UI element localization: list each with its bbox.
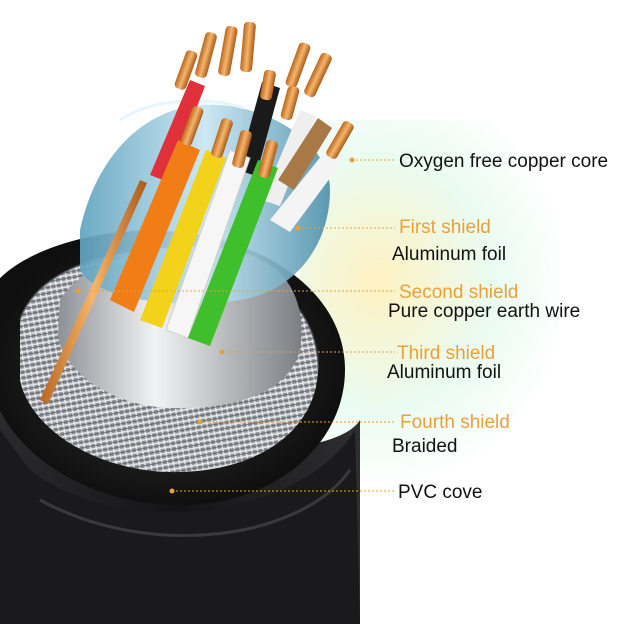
label-first-shield: First shield (399, 217, 491, 238)
label-second-material: Pure copper earth wire (388, 301, 581, 322)
inner-wires (40, 80, 345, 404)
label-first-material: Aluminum foil (392, 244, 507, 265)
leader-dots (75, 157, 355, 494)
copper-conductors (174, 21, 354, 179)
leader-lines (78, 159, 395, 492)
label-second-shield: Second shield (399, 282, 519, 303)
label-third-material: Aluminum foil (387, 362, 502, 383)
label-fourth-material: Braided (392, 436, 458, 457)
label-jacket: PVC cove (398, 482, 483, 503)
label-third-shield: Third shield (397, 343, 496, 364)
label-core: Oxygen free copper core (399, 151, 609, 172)
label-fourth-shield: Fourth shield (400, 412, 510, 433)
